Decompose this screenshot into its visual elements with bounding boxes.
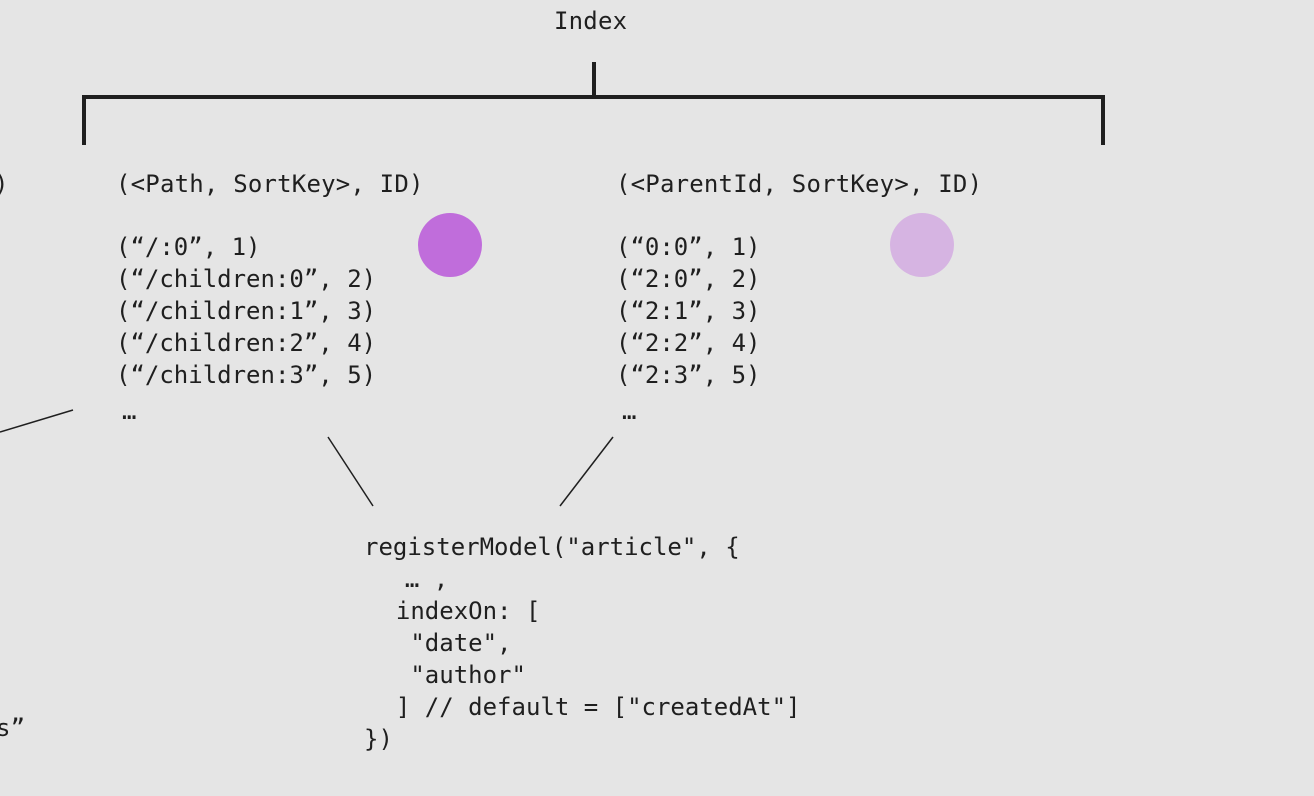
index-title: Index (554, 7, 628, 35)
register-model-code: registerModel("article", { … , indexOn: … (364, 531, 800, 755)
list-item: (“/:0”, 1) (116, 233, 261, 261)
list-item: (“/children:0”, 2) (116, 265, 377, 293)
list-item: (“2:3”, 5) (616, 361, 761, 389)
path-to-code-connector (327, 436, 374, 507)
parent-index-ellipsis: … (622, 397, 637, 425)
parent-index-dot (890, 213, 954, 277)
path-index-ellipsis: … (122, 397, 137, 425)
code-line: ] // default = ["createdAt"] (367, 693, 801, 721)
code-line: }) (364, 725, 393, 753)
left-edge-paren: ) (0, 168, 9, 200)
code-line: "author" (367, 661, 526, 689)
left-edge-quote: s” (0, 714, 26, 742)
path-index-dot (418, 213, 482, 277)
code-line: "date", (367, 629, 512, 657)
left-edge-connector (0, 409, 74, 433)
parent-index-header: (<ParentId, SortKey>, ID) (616, 170, 983, 198)
parent-index-rows: (“0:0”, 1) (“2:0”, 2) (“2:1”, 3) (“2:2”,… (616, 231, 761, 391)
code-line: indexOn: [ (367, 597, 541, 625)
list-item: (“/children:1”, 3) (116, 297, 377, 325)
code-line: … , (376, 565, 449, 593)
list-item: (“/children:2”, 4) (116, 329, 377, 357)
list-item: (“2:1”, 3) (616, 297, 761, 325)
parent-to-code-connector (559, 436, 614, 507)
code-line: registerModel("article", { (364, 533, 740, 561)
list-item: (“/children:3”, 5) (116, 361, 377, 389)
path-index-header: (<Path, SortKey>, ID) (116, 170, 424, 198)
list-item: (“2:0”, 2) (616, 265, 761, 293)
list-item: (“0:0”, 1) (616, 233, 761, 261)
path-index-rows: (“/:0”, 1) (“/children:0”, 2) (“/childre… (116, 231, 376, 391)
list-item: (“2:2”, 4) (616, 329, 761, 357)
